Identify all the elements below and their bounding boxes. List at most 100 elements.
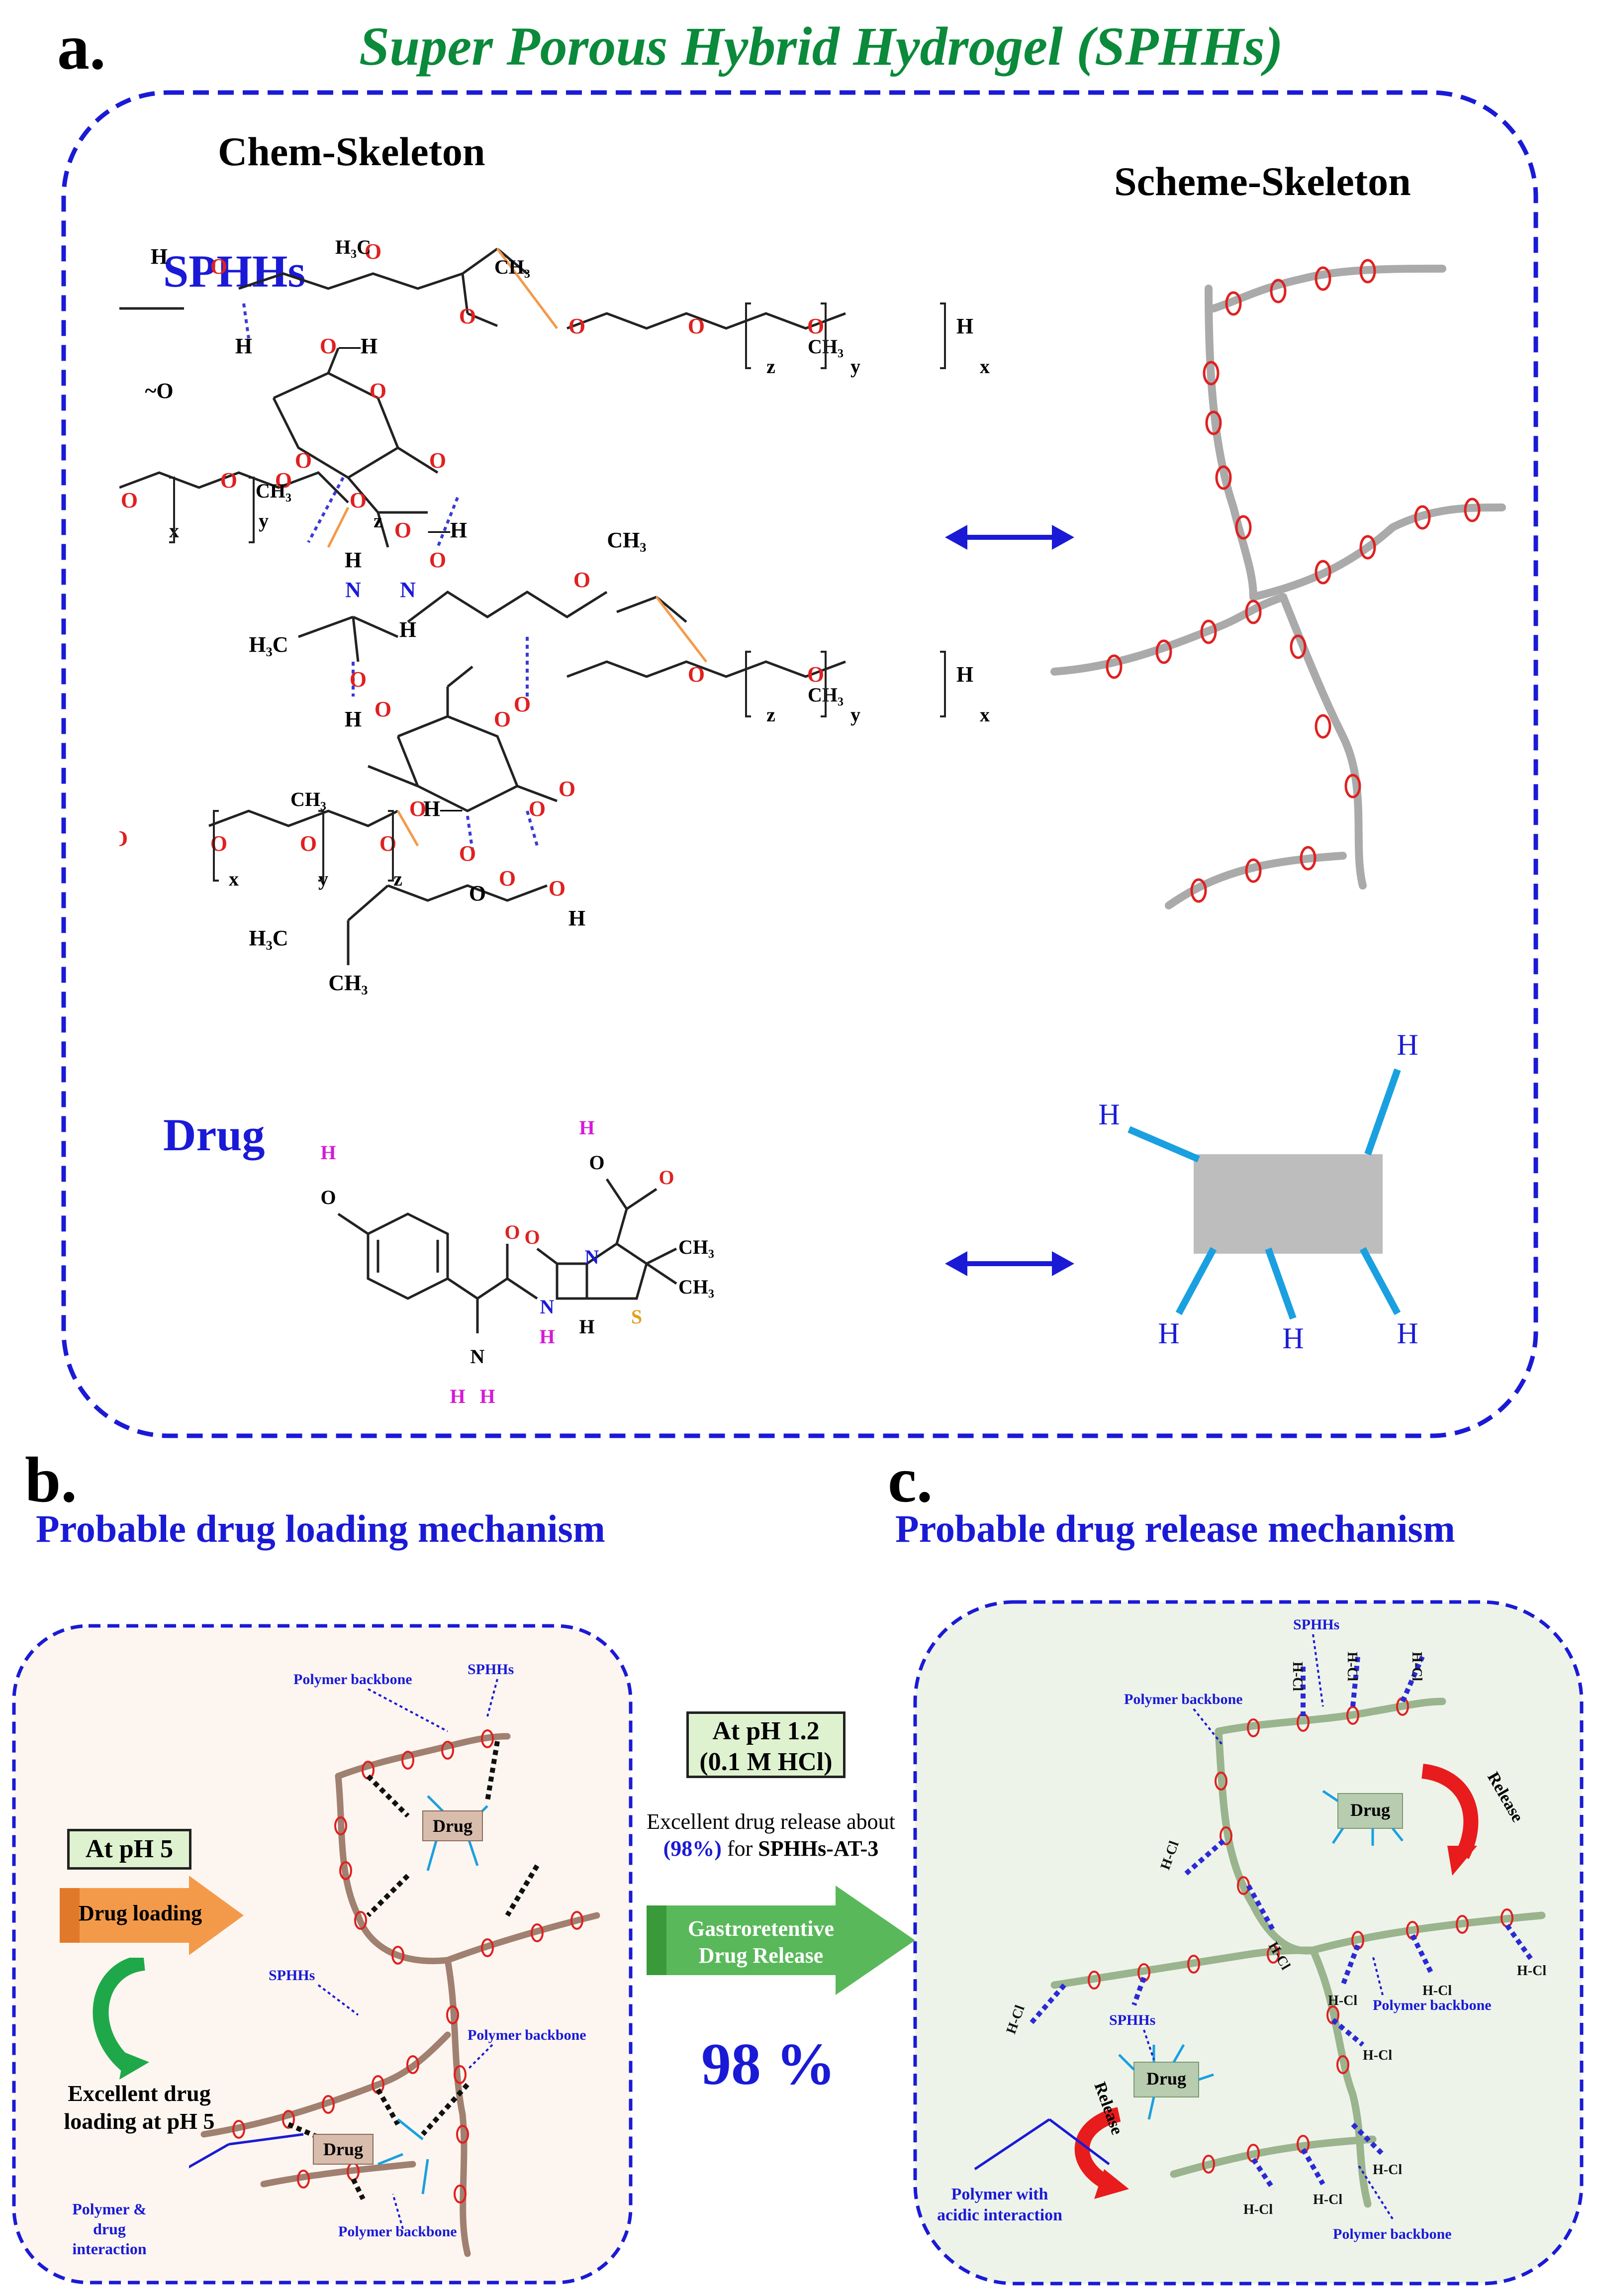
svg-text:N: N	[345, 578, 361, 602]
svg-text:H: H	[539, 1325, 555, 1348]
release-note-pct: (98%)	[663, 1836, 722, 1861]
panel-b-backbone-top-label: Polymer backbone	[293, 1671, 412, 1688]
drug-loading-arrow	[60, 1876, 244, 1955]
svg-text:O: O	[375, 697, 391, 721]
svg-text:H₃C: H₃C	[249, 926, 288, 950]
scheme-skeleton-drug: H H H H H	[1098, 1028, 1418, 1353]
panel-c-frame	[913, 1600, 1584, 2286]
panel-b-frame	[12, 1624, 633, 2285]
drug-loading-label: Drug loading	[79, 1901, 202, 1925]
svg-text:O: O	[119, 826, 128, 851]
svg-text:O: O	[370, 379, 386, 403]
release-note-line2: (98%) for SPHHs-AT-3	[632, 1835, 910, 1862]
scheme-skeleton-polymer	[1050, 259, 1506, 909]
panel-b-backbone-bottom-label: Polymer backbone	[338, 2223, 457, 2240]
panel-c-drug-box-bottom: Drug	[1146, 2069, 1186, 2089]
hcl-label: H-Cl	[1373, 2162, 1402, 2178]
panel-a-frame	[61, 90, 1538, 1438]
svg-text:~O: ~O	[145, 379, 173, 403]
svg-text:y: y	[259, 509, 269, 532]
svg-text:O: O	[469, 881, 486, 905]
svg-text:CH₃: CH₃	[678, 1236, 714, 1258]
release-note-for: for	[727, 1836, 753, 1861]
svg-text:O: O	[514, 692, 531, 716]
panel-c-heading: Probable drug release mechanism	[895, 1507, 1455, 1550]
scheme-skeleton-label: Scheme-Skeleton	[1114, 159, 1411, 204]
svg-text:H: H	[1397, 1317, 1418, 1350]
double-arrow-drug	[945, 1251, 1074, 1276]
svg-text:O: O	[499, 866, 516, 891]
svg-text:H: H	[345, 548, 362, 572]
svg-text:O: O	[589, 1151, 604, 1174]
svg-text:H: H	[479, 1385, 495, 1407]
svg-text:CH₃: CH₃	[494, 256, 530, 278]
panel-a-title: Super Porous Hybrid Hydrogel (SPHHs)	[359, 16, 1283, 77]
hcl-label: H-Cl	[1243, 2202, 1273, 2217]
svg-text:CH₃: CH₃	[290, 788, 326, 810]
svg-text:CH₃: CH₃	[256, 480, 291, 502]
svg-text:O: O	[459, 841, 476, 866]
svg-text:O: O	[121, 488, 138, 512]
svg-text:x: x	[229, 868, 239, 890]
svg-text:O: O	[394, 518, 411, 542]
svg-text:H: H	[1397, 1028, 1418, 1061]
svg-text:H: H	[956, 662, 973, 687]
panel-c-network: Drug Drug Release Release H-Cl H-Cl H-Cl…	[974, 1616, 1546, 2242]
svg-text:H₃C: H₃C	[335, 236, 371, 258]
svg-text:O: O	[350, 488, 367, 512]
gastro-release-label: Gastroretentive Drug Release	[687, 1916, 835, 1968]
svg-text:z: z	[766, 703, 775, 726]
svg-text:S: S	[631, 1305, 642, 1328]
svg-text:O: O	[220, 468, 237, 493]
panel-c-sphhs-mid-label: SPHHs	[1109, 2012, 1155, 2028]
loading-result-label: Excellent drug loading at pH 5	[64, 2081, 215, 2134]
svg-text:O: O	[429, 548, 446, 572]
svg-text:O: O	[658, 1166, 674, 1189]
hcl-label: H-Cl	[1003, 2003, 1028, 2036]
svg-text:—H: —H	[338, 334, 377, 358]
svg-text:O: O	[320, 1186, 336, 1208]
release-percent: 98 %	[701, 2031, 836, 2097]
svg-text:H: H	[956, 314, 973, 338]
ph5-label: At pH 5	[67, 1829, 191, 1870]
svg-text:CH₃: CH₃	[607, 528, 646, 552]
hcl-label: H-Cl	[1422, 1983, 1452, 1998]
svg-text:O: O	[429, 448, 446, 473]
chem-structure: H O O O O O O H H O —H ~O O O O O —H O H…	[119, 236, 990, 995]
svg-text:O: O	[275, 468, 292, 493]
panel-c-drug-box-top: Drug	[1350, 1800, 1390, 1820]
svg-text:O: O	[549, 876, 565, 900]
svg-text:H: H	[579, 1116, 594, 1139]
panel-c-letter: c.	[888, 1444, 933, 1516]
svg-text:O: O	[409, 797, 426, 821]
release-note-line1: Excellent drug release about	[647, 1809, 895, 1834]
svg-text:H: H	[235, 334, 252, 358]
release-label-top: Release	[1484, 1769, 1527, 1825]
svg-text:H: H	[450, 1385, 465, 1407]
svg-text:N: N	[585, 1246, 599, 1268]
hcl-label: H-Cl	[1157, 1839, 1182, 1872]
svg-text:O: O	[320, 334, 337, 358]
svg-text:H: H	[399, 617, 416, 642]
loading-curve-arrow	[93, 1958, 149, 2080]
svg-text:x: x	[980, 355, 990, 378]
panel-b-backbone-right-label: Polymer backbone	[468, 2027, 586, 2043]
svg-text:O: O	[568, 314, 585, 338]
svg-text:y: y	[850, 703, 860, 726]
svg-text:H: H	[1158, 1317, 1179, 1350]
svg-text:O: O	[529, 797, 546, 821]
svg-text:O: O	[504, 1221, 520, 1243]
acid-condition-line1: At pH 1.2	[712, 1717, 820, 1745]
svg-text:N: N	[400, 578, 416, 602]
drug-structure: H O N H H O N H O N S H O H O CH₃ CH₃	[320, 1116, 714, 1407]
svg-text:H: H	[151, 244, 168, 269]
svg-text:z: z	[393, 868, 402, 890]
svg-text:O: O	[459, 304, 476, 328]
svg-text:—H: —H	[428, 518, 467, 542]
svg-text:O: O	[573, 568, 590, 592]
panel-b-letter: b.	[25, 1444, 77, 1516]
acid-condition-line2: (0.1 M HCl)	[699, 1748, 833, 1776]
panel-c-backbone-bottom-label: Polymer backbone	[1333, 2226, 1452, 2242]
panel-c-sphhs-top-label: SPHHs	[1293, 1616, 1339, 1633]
svg-text:z: z	[766, 355, 775, 378]
